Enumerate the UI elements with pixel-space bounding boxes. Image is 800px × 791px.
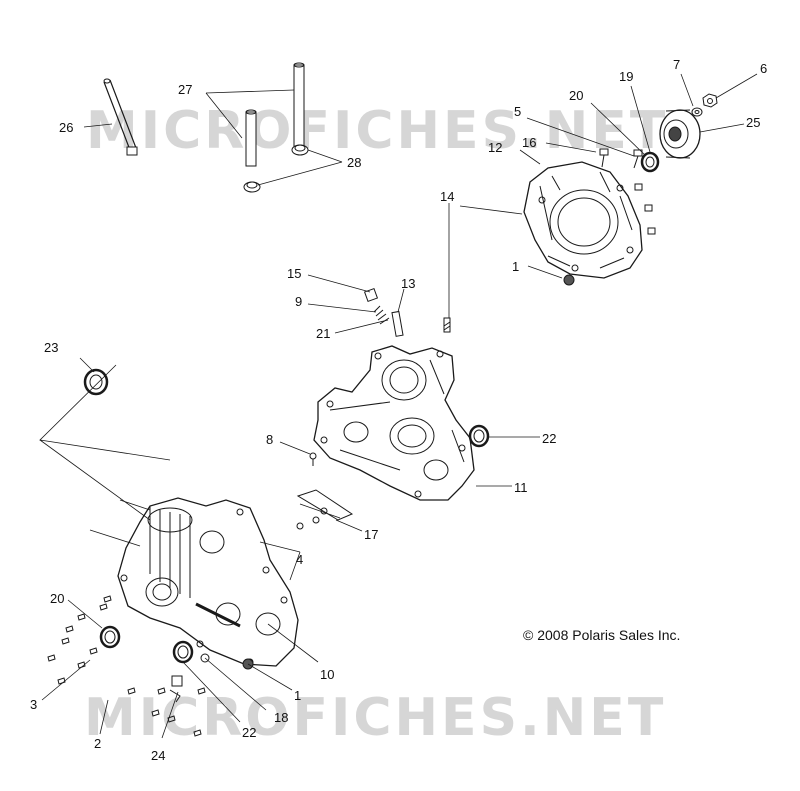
callout-18: 18 [274,710,288,725]
callout-5: 5 [514,104,521,119]
part-4-main-housing [117,497,299,667]
part-1-nut-top [563,274,575,286]
callout-8: 8 [266,432,273,447]
part-27-dowel-lower [245,109,257,167]
callout-17: 17 [364,527,378,542]
part-11-center-housing [313,345,475,501]
part-25-pulley [659,109,701,159]
copyright-notice: © 2008 Polaris Sales Inc. [523,627,681,643]
part-26-tube [103,78,138,156]
part-5-bolt [633,149,643,169]
part-12-outer-cover [523,161,643,279]
callout-10: 10 [320,667,334,682]
callout-11: 11 [514,480,528,495]
part-27-dowel-upper [293,62,305,152]
callout-3: 3 [30,697,37,712]
callout-22-upper: 22 [542,431,556,446]
callout-22-lower: 22 [242,725,256,740]
watermark-top: MICROFICHES.NET [86,101,668,161]
part-20-seal-lower [99,625,121,649]
part-6-nut [702,93,718,108]
callout-20-top: 20 [569,88,583,103]
callout-23: 23 [44,340,58,355]
callout-24: 24 [151,748,165,763]
part-22-seal-lower [172,640,194,664]
callout-1-top: 1 [512,259,519,274]
callout-2: 2 [94,736,101,751]
part-15-plug [363,287,379,303]
callout-16: 16 [522,135,536,150]
part-28-sleeve-lower [243,181,261,193]
part-17-bracket [296,489,354,530]
callout-21: 21 [316,326,330,341]
callout-26: 26 [59,120,73,135]
watermark-bottom: MICROFICHES.NET [84,688,666,748]
callout-25: 25 [746,115,760,130]
callout-13: 13 [401,276,415,291]
part-28-sleeve-upper [291,144,309,156]
callout-9: 9 [295,294,302,309]
part-23-seal [83,368,109,396]
callout-19: 19 [619,69,633,84]
callout-4: 4 [296,552,303,567]
callout-27: 27 [178,82,192,97]
part-7-washer [691,107,703,117]
part-14-stud [443,317,451,333]
bolts-lower-left [47,595,206,737]
callout-1-lower: 1 [294,688,301,703]
part-19-seal [640,151,660,173]
callout-6: 6 [760,61,767,76]
part-16-bolt [599,148,609,168]
callout-12: 12 [488,140,502,155]
part-22-seal-upper [468,424,490,448]
callout-15: 15 [287,266,301,281]
leader-lines [39,73,758,739]
callout-14: 14 [440,189,454,204]
part-8-bolt [309,452,317,466]
part-21-spring [373,305,390,325]
part-24-fitting [169,675,183,703]
callout-20-lower: 20 [50,591,64,606]
callout-28: 28 [347,155,361,170]
part-16-bolts-side [634,183,656,235]
part-13-pin [391,310,404,337]
callout-7: 7 [673,57,680,72]
